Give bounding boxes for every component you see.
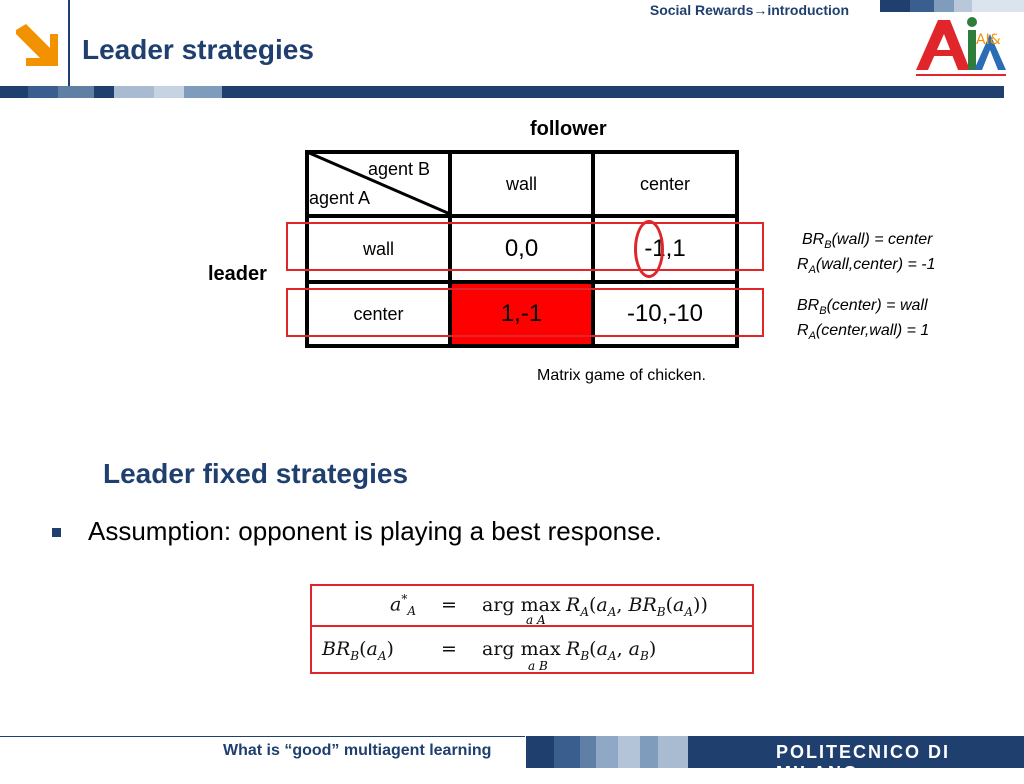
row-header-wall: wall [362, 238, 394, 259]
equation-2-rhs: RB(aA, aB) [566, 638, 657, 663]
equation-1-lhs: a*A [390, 592, 416, 619]
br-wall: BRB(wall) = center [802, 231, 933, 252]
arrow-logo-icon [12, 20, 62, 70]
best-response-oval [634, 220, 664, 278]
grid-line-col2 [591, 150, 595, 348]
row-highlight-wall [286, 222, 764, 271]
grid-line-bottom [305, 344, 739, 348]
grid-line-middle [305, 280, 739, 284]
reward-center-wall: RA(center,wall) = 1 [797, 322, 930, 343]
corner-bottom-label: agent A [309, 188, 371, 208]
column-header-center: center [639, 173, 691, 194]
footer-divider [0, 736, 525, 737]
header-color-band [0, 86, 1024, 98]
page-title: Leader strategies [82, 34, 314, 65]
equation-separator [310, 625, 754, 627]
section-heading: Leader fixed strategies [103, 458, 409, 489]
footer-color-band [526, 736, 1024, 768]
equation-2-argmax-subscript: a B [528, 659, 548, 673]
equation-1-argmax: arg max [482, 594, 561, 616]
matrix-caption: Matrix game of chicken. [537, 367, 706, 384]
bullet-text: Assumption: opponent is playing a best r… [88, 516, 662, 546]
ai-logo-icon: AI& [916, 17, 1006, 76]
corner-diagonal [306, 150, 451, 216]
grid-line-left [305, 150, 309, 348]
grid-line-right [735, 150, 739, 348]
bullet-square-icon [52, 528, 61, 537]
leader-label: leader [208, 263, 267, 285]
corner-top-label: agent B [368, 159, 431, 179]
payoff-wall-wall: 0,0 [504, 235, 539, 262]
header-divider [68, 0, 70, 86]
equation-2-argmax: arg max [482, 638, 561, 660]
equation-box [310, 584, 754, 674]
top-color-stripe [880, 0, 1024, 12]
equation-1-equals: = [441, 594, 457, 616]
equation-2-equals: = [441, 638, 457, 660]
footer-title: What is “good” multiagent learning [223, 742, 492, 759]
follower-label: follower [530, 118, 607, 140]
br-center: BRB(center) = wall [797, 297, 928, 318]
reward-wall-center: RA(wall,center) = -1 [797, 256, 936, 277]
row-highlight-center [286, 288, 764, 337]
grid-line-top [305, 150, 739, 154]
payoff-center-wall: 1,-1 [500, 300, 543, 327]
equation-1-rhs: RA(aA, BRB(aA)) [566, 594, 708, 619]
row-header-center: center [353, 303, 404, 324]
grid-line-col1 [448, 150, 452, 348]
grid-line-header [305, 214, 739, 218]
equation-2-lhs: BRB(aA) [322, 638, 394, 663]
brand-wordmark: POLITECNICO DI MILANO [776, 742, 951, 783]
breadcrumb: Social Rewards→introduction [649, 2, 849, 18]
payoff-center-center: -10,-10 [626, 300, 704, 327]
svg-text:AI&: AI& [976, 32, 1001, 48]
column-header-wall: wall [505, 173, 537, 194]
equation-1-argmax-subscript: a A [526, 613, 546, 627]
